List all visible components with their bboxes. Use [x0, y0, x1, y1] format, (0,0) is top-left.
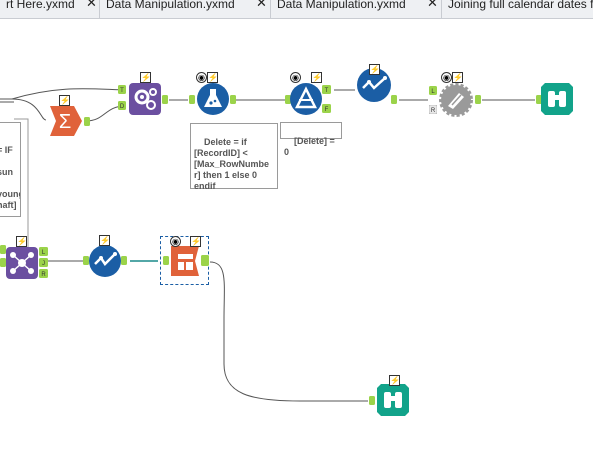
- multirow-output-anchor[interactable]: [162, 95, 168, 104]
- select-2-output-anchor[interactable]: [121, 256, 127, 265]
- tab-close-icon[interactable]: ✕: [256, 0, 267, 10]
- browse-tool-2[interactable]: [377, 384, 409, 416]
- unique-bolt-badge: ⚡: [452, 72, 463, 83]
- binoculars-icon: [377, 384, 409, 416]
- svg-text:F: F: [325, 107, 329, 113]
- summarize-output-anchor[interactable]: [84, 117, 90, 126]
- join-bolt-badge: ⚡: [16, 236, 27, 247]
- filter-annotation: [Delete] = 0: [280, 122, 342, 157]
- datetime-output-anchor[interactable]: [201, 255, 209, 266]
- datetime-cache-badge: ◉: [170, 236, 181, 247]
- browse-tool-1[interactable]: [541, 83, 573, 115]
- svg-text:R: R: [41, 272, 46, 278]
- datetime-bolt-badge: ⚡: [190, 236, 201, 247]
- left-annotation-box: = IF sun young haft]: [0, 122, 21, 217]
- sigma-icon: Σ: [50, 106, 82, 136]
- filter-true-anchor[interactable]: T: [322, 85, 331, 94]
- filter-false-anchor[interactable]: F: [322, 104, 331, 113]
- connection-wires: [0, 88, 535, 402]
- unique-input-anchor-l[interactable]: L: [429, 86, 437, 95]
- browse-input-anchor-2[interactable]: [369, 396, 375, 405]
- formula-input-anchor[interactable]: [189, 95, 195, 104]
- tab-close-icon[interactable]: ✕: [86, 0, 97, 10]
- formula-annotation-text: Delete = if [RecordID] < [Max_RowNumbe r…: [194, 137, 270, 191]
- svg-text:L: L: [431, 89, 435, 95]
- unique-gear-icon: [439, 83, 473, 117]
- join-nodes-icon: [6, 247, 38, 279]
- select-2-bolt-badge: ⚡: [99, 235, 110, 246]
- select-2-input-anchor[interactable]: [83, 256, 89, 265]
- select-tool-2[interactable]: [89, 245, 121, 277]
- select-tool[interactable]: [357, 68, 391, 102]
- tab-label: Joining full calendar dates f: [448, 0, 593, 11]
- unique-output-anchor[interactable]: [475, 95, 481, 104]
- formula-bolt-badge: ⚡: [207, 72, 218, 83]
- tab-data-manipulation-2[interactable]: Data Manipulation.yxmd ✕: [271, 0, 442, 18]
- document-tab-bar: rt Here.yxmd ✕ Data Manipulation.yxmd ✕ …: [0, 0, 593, 19]
- join-input-anchors[interactable]: [0, 245, 6, 267]
- tab-start-here[interactable]: rt Here.yxmd ✕: [0, 0, 100, 18]
- svg-text:J: J: [42, 261, 45, 267]
- select-output-anchor[interactable]: [391, 95, 397, 104]
- svg-text:T: T: [325, 88, 329, 94]
- filter-triangle-icon: [290, 83, 322, 115]
- filter-annotation-text: [Delete] = 0: [284, 136, 338, 157]
- unique-input-anchor-r[interactable]: R: [429, 105, 437, 114]
- browse-2-bolt-badge: ⚡: [389, 375, 400, 386]
- filter-bolt-badge: ⚡: [311, 72, 322, 83]
- datetime-input-anchor[interactable]: [163, 256, 169, 265]
- summarize-tool[interactable]: Σ: [48, 106, 82, 136]
- calendar-icon: [171, 246, 199, 276]
- tab-label: rt Here.yxmd: [6, 0, 75, 11]
- svg-text:R: R: [431, 108, 436, 114]
- checkmark-wave-icon: [89, 245, 121, 277]
- workflow-canvas[interactable]: = IF sun young haft] Σ ⚡ T D ⚡: [0, 19, 593, 451]
- join-output-anchors[interactable]: L J R: [39, 247, 48, 279]
- join-tool[interactable]: [6, 247, 38, 279]
- filter-cache-badge: ◉: [290, 72, 301, 83]
- binoculars-icon: [541, 83, 573, 115]
- tab-joining-calendar-dates[interactable]: Joining full calendar dates f: [442, 0, 593, 18]
- multirow-input-anchor-d[interactable]: D: [118, 101, 126, 110]
- svg-text:D: D: [120, 104, 125, 110]
- formula-tool[interactable]: [197, 83, 229, 115]
- flask-icon: [197, 83, 229, 115]
- left-annotation-text: = IF sun young haft]: [0, 145, 20, 210]
- tab-label: Data Manipulation.yxmd: [277, 0, 406, 11]
- multirow-input-anchor-t[interactable]: T: [118, 85, 126, 94]
- svg-text:T: T: [120, 88, 124, 94]
- tab-close-icon[interactable]: ✕: [427, 0, 438, 10]
- filter-input-anchor[interactable]: [285, 95, 291, 104]
- browse-input-anchor-1[interactable]: [536, 95, 542, 104]
- formula-annotation: Delete = if [RecordID] < [Max_RowNumbe r…: [190, 123, 278, 191]
- tab-label: Data Manipulation.yxmd: [106, 0, 235, 11]
- svg-text:L: L: [42, 250, 46, 256]
- unique-cache-badge: ◉: [441, 72, 452, 83]
- datetime-tool[interactable]: [169, 246, 201, 276]
- checkmark-wave-icon: [357, 68, 391, 102]
- gears-icon: [129, 83, 161, 115]
- multirow-formula-tool[interactable]: [129, 83, 161, 115]
- unique-tool[interactable]: [439, 83, 473, 117]
- summarize-bolt-badge: ⚡: [59, 95, 70, 106]
- formula-cache-badge: ◉: [196, 72, 207, 83]
- formula-output-anchor[interactable]: [230, 95, 236, 104]
- svg-text:Σ: Σ: [59, 111, 71, 133]
- multirow-bolt-badge: ⚡: [140, 72, 151, 83]
- select-bolt-badge: ⚡: [369, 64, 380, 75]
- tab-data-manipulation-1[interactable]: Data Manipulation.yxmd ✕: [100, 0, 271, 18]
- filter-tool[interactable]: [290, 83, 322, 115]
